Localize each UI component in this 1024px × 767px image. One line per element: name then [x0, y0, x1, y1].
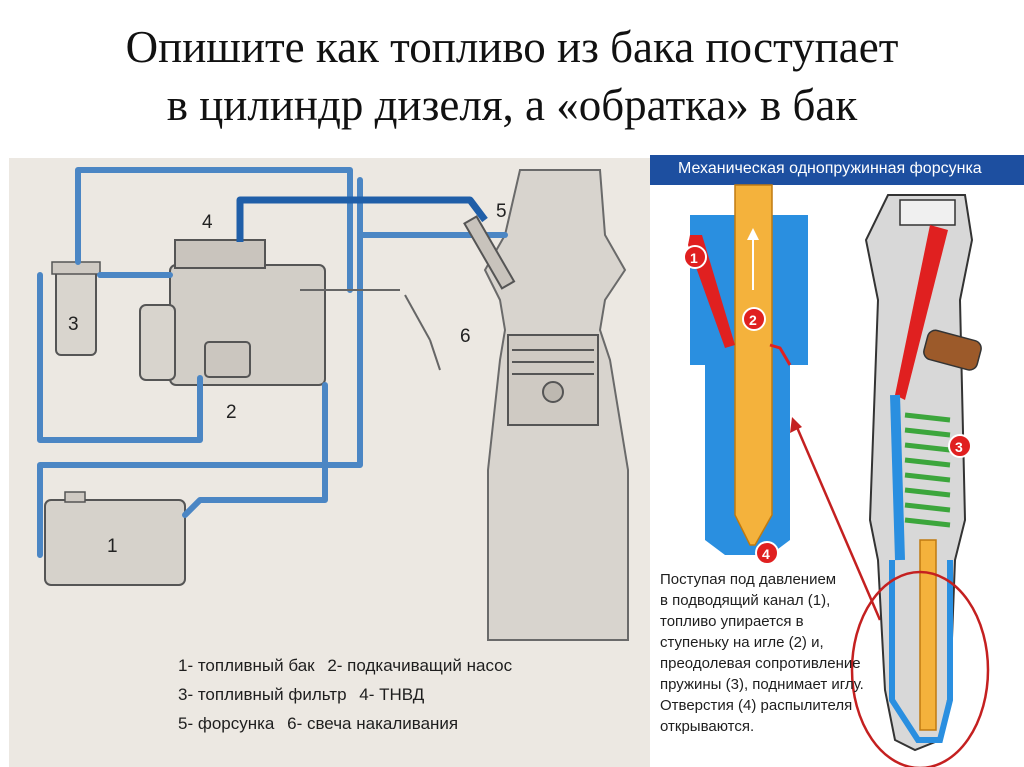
nozzle-highlight-ring: [850, 570, 990, 767]
fuel-lines: [37, 167, 508, 558]
description-line: Поступая под давлением: [660, 571, 837, 588]
legend-row: 1- топливный бак 2- подкачиващий насос: [178, 651, 520, 680]
injector-description: Поступая под давлением в подводящий кана…: [660, 569, 864, 737]
piston-pin: [542, 381, 564, 403]
injector-body: [864, 194, 974, 752]
legend-item: 5- форсунка: [178, 714, 275, 733]
description-line: топливо упирается в: [660, 613, 804, 630]
legend-item: 2- подкачиващий насос: [327, 656, 513, 675]
nozzle-needle: [734, 184, 773, 546]
label-3: 3: [68, 314, 79, 335]
label-2: 2: [226, 402, 237, 423]
injector-supply-channel: [895, 225, 948, 400]
injector-needle: [919, 539, 937, 731]
title-line-2: в цилиндр дизеля, а «обратка» в бак: [166, 80, 858, 130]
label-5: 5: [496, 201, 507, 222]
description-line: Отверстия (4) распылителя: [660, 697, 853, 714]
label-4: 4: [202, 212, 213, 233]
injector-label-3: 3: [955, 439, 963, 455]
legend-item: 3- топливный фильтр: [178, 685, 347, 704]
label-6: 6: [460, 326, 471, 347]
fuel-tank: [44, 499, 186, 586]
description-line: преодолевая сопротивление: [660, 655, 861, 672]
description-line: открываются.: [660, 718, 755, 735]
control-linkage: [300, 289, 441, 371]
pump-pulley: [139, 304, 176, 381]
legend-row: 5- форсунка 6- свеча накаливания: [178, 709, 520, 738]
injector-label-1: 1: [690, 250, 698, 266]
fuel-system-legend: 1- топливный бак 2- подкачиващий насос 3…: [178, 651, 520, 738]
injector-label-4: 4: [762, 546, 770, 562]
slide-title: Опишите как топливо из бака поступает в …: [0, 18, 1024, 134]
title-line-1: Опишите как топливо из бака поступает: [125, 22, 899, 72]
label-1: 1: [107, 536, 118, 557]
injector-fitting: [923, 329, 982, 371]
legend-item: 4- ТНВД: [359, 685, 425, 704]
priming-pump: [204, 341, 251, 378]
high-pressure-line: [236, 196, 488, 242]
injector-header-bar: Механическая однопружинная форсунка: [650, 155, 1024, 185]
injector: [463, 215, 516, 290]
description-line: ступеньку на игле (2) и,: [660, 634, 824, 651]
legend-item: 6- свеча накаливания: [287, 714, 459, 733]
description-line: пружины (3), поднимает иглу.: [660, 676, 864, 693]
injector-label-2: 2: [749, 312, 757, 328]
legend-item: 1- топливный бак: [178, 656, 315, 675]
legend-row: 3- топливный фильтр 4- ТНВД: [178, 680, 520, 709]
injector-header-title: Механическая однопружинная форсунка: [678, 160, 982, 177]
spring: [904, 412, 951, 528]
description-line: в подводящий канал (1),: [660, 592, 831, 609]
